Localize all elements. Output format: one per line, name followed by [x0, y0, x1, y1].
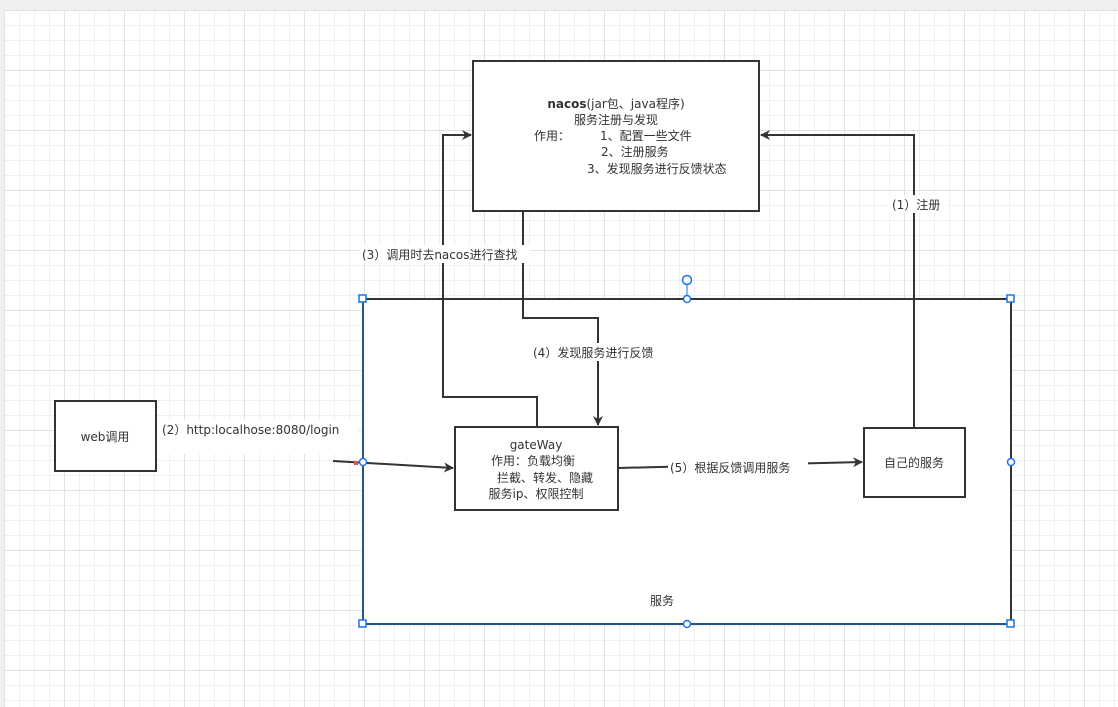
edge-label-3: (3）调用时去nacos进行查找	[362, 248, 517, 262]
self-service-box[interactable]	[863, 427, 966, 498]
resize-handle-e[interactable]	[1006, 457, 1016, 467]
web-label: web调用	[81, 430, 130, 444]
resize-handle-n[interactable]	[682, 294, 692, 304]
gateway-line4: 服务ip、权限控制	[489, 486, 584, 501]
rotate-handle[interactable]	[681, 274, 693, 286]
nacos-line3-item: 1、配置一些文件	[600, 128, 692, 143]
resize-handle-ne[interactable]	[1006, 294, 1015, 303]
edge-discover[interactable]	[522, 211, 603, 426]
edge-label-4: (4）发现服务进行反馈	[533, 345, 653, 360]
nacos-line3-label: 作用：	[534, 129, 570, 143]
edge-register[interactable]	[760, 130, 915, 428]
resize-handle-s[interactable]	[682, 619, 692, 629]
self-service-label: 自己的服务	[884, 455, 944, 470]
gateway-line2: 作用：负载均衡	[491, 454, 575, 468]
nacos-line2: 服务注册与发现	[574, 112, 658, 127]
nacos-line5: 3、发现服务进行反馈状态	[587, 161, 727, 176]
gateway-line3: 拦截、转发、隐藏	[497, 470, 593, 485]
nacos-box[interactable]	[472, 60, 760, 212]
connection-point	[354, 461, 358, 465]
edge-lookup[interactable]	[442, 130, 538, 427]
edge-label-1: (1）注册	[892, 197, 940, 212]
edge-label-5: (5）根据反馈调用服务	[670, 460, 790, 475]
gateway-line1: gateWay	[510, 438, 563, 452]
resize-handle-nw[interactable]	[358, 294, 367, 303]
container-label: 服务	[650, 593, 674, 608]
edge-web-call[interactable]	[332, 460, 454, 473]
resize-handle-se[interactable]	[1006, 619, 1015, 628]
gateway-box[interactable]	[454, 426, 619, 511]
nacos-title: nacos(jar包、java程序)	[547, 96, 684, 111]
edge-label-2: (2）http:localhose:8080/login	[162, 423, 339, 437]
nacos-line4: 2、注册服务	[601, 144, 669, 159]
resize-handle-sw[interactable]	[358, 619, 367, 628]
resize-handle-w[interactable]	[358, 457, 368, 467]
web-box[interactable]	[54, 400, 157, 472]
